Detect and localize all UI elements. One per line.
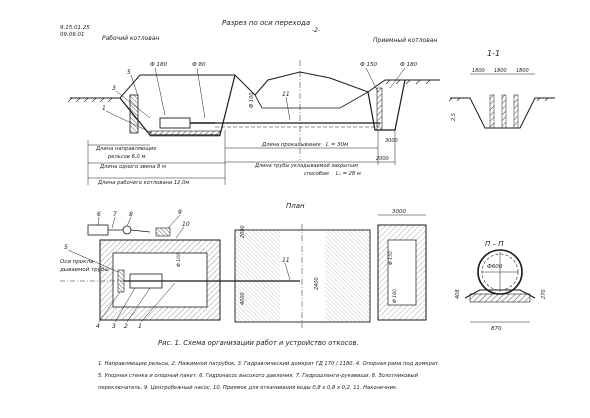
legend-line-3: переключатель. 9. Центробежный насос. 10… bbox=[98, 385, 398, 391]
section-2-2-base bbox=[469, 293, 531, 303]
dim-working-pit: Длина рабочего котлована 12,0м bbox=[97, 180, 189, 186]
section-2-2-diameter: Ф600 bbox=[487, 264, 503, 270]
legend-line-1: 1. Направляющие рельсы, 2. Нажимной патр… bbox=[98, 361, 440, 367]
plan-dim-v2: 2400 bbox=[314, 277, 320, 290]
section-2-2-dim-right: 270 bbox=[541, 289, 547, 299]
axis-label-1: Оси прокла- bbox=[60, 259, 95, 265]
ground-hatch bbox=[67, 79, 431, 103]
section-2-2: П – П Ф600 870 408 270 bbox=[455, 240, 547, 332]
callout-leaders bbox=[105, 74, 291, 134]
header: 9.15.01.25 09.09.01 Разрез по оси перехо… bbox=[60, 19, 437, 44]
callout-1: 1 bbox=[102, 105, 106, 112]
doc-code-1: 9.15.01.25 bbox=[60, 25, 90, 31]
dim-2000-section: 2000 bbox=[376, 156, 389, 162]
dim-pipe-closed: Длина трубы укладываемой закрытым bbox=[254, 163, 358, 169]
section-1-1-pile-1 bbox=[489, 94, 495, 129]
callout-5: 5 bbox=[127, 69, 131, 76]
section-1-1-pile-2 bbox=[501, 94, 507, 129]
plan-dim-v3: 4000 bbox=[240, 292, 246, 305]
plan-callout-5: 5 bbox=[64, 244, 68, 251]
pipe-mark-2: Ф 180 bbox=[392, 289, 398, 303]
pipe-mark-1: Ф 150 bbox=[388, 251, 394, 265]
dia-label-3: Ф 150 bbox=[360, 62, 377, 68]
plan-dim-3000: 3000 bbox=[392, 209, 406, 215]
plan-callout-3: 3 bbox=[112, 323, 116, 330]
section-1-1-depth: 2,5 bbox=[451, 113, 457, 121]
hydraulic-jack bbox=[159, 117, 191, 129]
road-embankment bbox=[254, 91, 369, 109]
dim-one-link: Длина одного звена 8 м bbox=[99, 164, 166, 170]
plan-callout-6: 6 bbox=[97, 211, 101, 218]
switch-valve bbox=[122, 225, 132, 235]
section-2-2-dim-bottom: 870 bbox=[491, 326, 502, 332]
dim-guide-rails: Длина направляющих bbox=[95, 146, 158, 152]
section-1-1-pile-3 bbox=[513, 94, 519, 129]
section-1-1-dim-1: 1800 bbox=[472, 68, 485, 74]
plan-callout-9: 9 bbox=[178, 209, 182, 216]
thrust-wall bbox=[129, 94, 139, 134]
dia-label-1: Ф 180 bbox=[150, 62, 167, 68]
plan-callout-7: 7 bbox=[113, 211, 117, 218]
figure-title: Рис. 1. Схема организации работ и устрой… bbox=[158, 339, 359, 347]
plan-callout-10: 10 bbox=[182, 221, 190, 228]
dia-leaders bbox=[154, 67, 406, 119]
section-1-1-title: 1-1 bbox=[487, 49, 500, 58]
section-1-1-dim-2: 1800 bbox=[494, 68, 507, 74]
plan-title: План bbox=[286, 202, 305, 210]
ground-line bbox=[70, 71, 440, 99]
dim-guide-rails-2: рельсов 6,0 м bbox=[107, 154, 145, 160]
doc-code-2: 09.09.01 bbox=[60, 32, 85, 38]
legend-line-2: 5. Упорная стенка и опорный пакет. 6. Ги… bbox=[98, 373, 419, 379]
dim-pipe-closed-2: способом bbox=[304, 171, 329, 177]
dia-label-mid: Ф 100 bbox=[249, 93, 255, 108]
section-1-1: 1-1 1800 1800 1800 2,5 bbox=[448, 49, 555, 129]
section-2-2-dim-left: 408 bbox=[455, 289, 461, 299]
receiving-pit-label: Приемный котлован bbox=[373, 37, 437, 44]
section-title: Разрез по оси перехода bbox=[222, 19, 310, 27]
plan-dim-v1: 2000 bbox=[240, 225, 246, 238]
pipe-mark-3: Ф 100 bbox=[176, 253, 182, 267]
plan-callout-11: 11 bbox=[282, 257, 290, 264]
axis-label-2: дываемой трубы bbox=[59, 267, 109, 273]
receiving-wall bbox=[376, 87, 383, 131]
section-2-2-title: П – П bbox=[485, 240, 504, 248]
plan-callout-8: 8 bbox=[129, 211, 133, 218]
work-pit-label: Рабочий котлован bbox=[102, 35, 159, 42]
dia-label-4: Ф 180 bbox=[400, 62, 417, 68]
plan-callout-4: 4 bbox=[96, 323, 100, 330]
hydro-hoses bbox=[108, 229, 151, 233]
caption: Рис. 1. Схема организации работ и устрой… bbox=[98, 339, 440, 391]
callout-11: 11 bbox=[282, 91, 290, 98]
centrifugal-pump bbox=[155, 227, 171, 237]
receiving-pit-outline bbox=[367, 79, 406, 131]
plan-view: План 6 7 8 9 10 Оси прокла- дываемой тру… bbox=[59, 202, 427, 330]
section-dimensions: Длина направляющих рельсов 6,0 м Длина о… bbox=[87, 130, 398, 186]
plan-callout-1: 1 bbox=[138, 323, 142, 330]
dim-pipe-closed-value: Lₙ = 28 м bbox=[336, 171, 361, 177]
plan-callout-2: 2 bbox=[124, 323, 128, 330]
dim-puncture-value: L = 30м bbox=[326, 142, 348, 148]
hydro-pump bbox=[87, 224, 109, 236]
guide-rails bbox=[149, 130, 221, 137]
page-mark: -2- bbox=[312, 27, 320, 34]
dia-label-2: Ф 80 bbox=[192, 62, 206, 68]
callout-3: 3 bbox=[112, 85, 116, 92]
dim-puncture: Длина прокалывания bbox=[261, 142, 321, 148]
section-1-1-dim-3: 1800 bbox=[516, 68, 529, 74]
longitudinal-section: Ф 180 Ф 80 Ф 150 Ф 180 Ф 100 5 3 1 11 Дл… bbox=[67, 60, 440, 186]
dim-3000-section: 3000 bbox=[385, 138, 398, 144]
